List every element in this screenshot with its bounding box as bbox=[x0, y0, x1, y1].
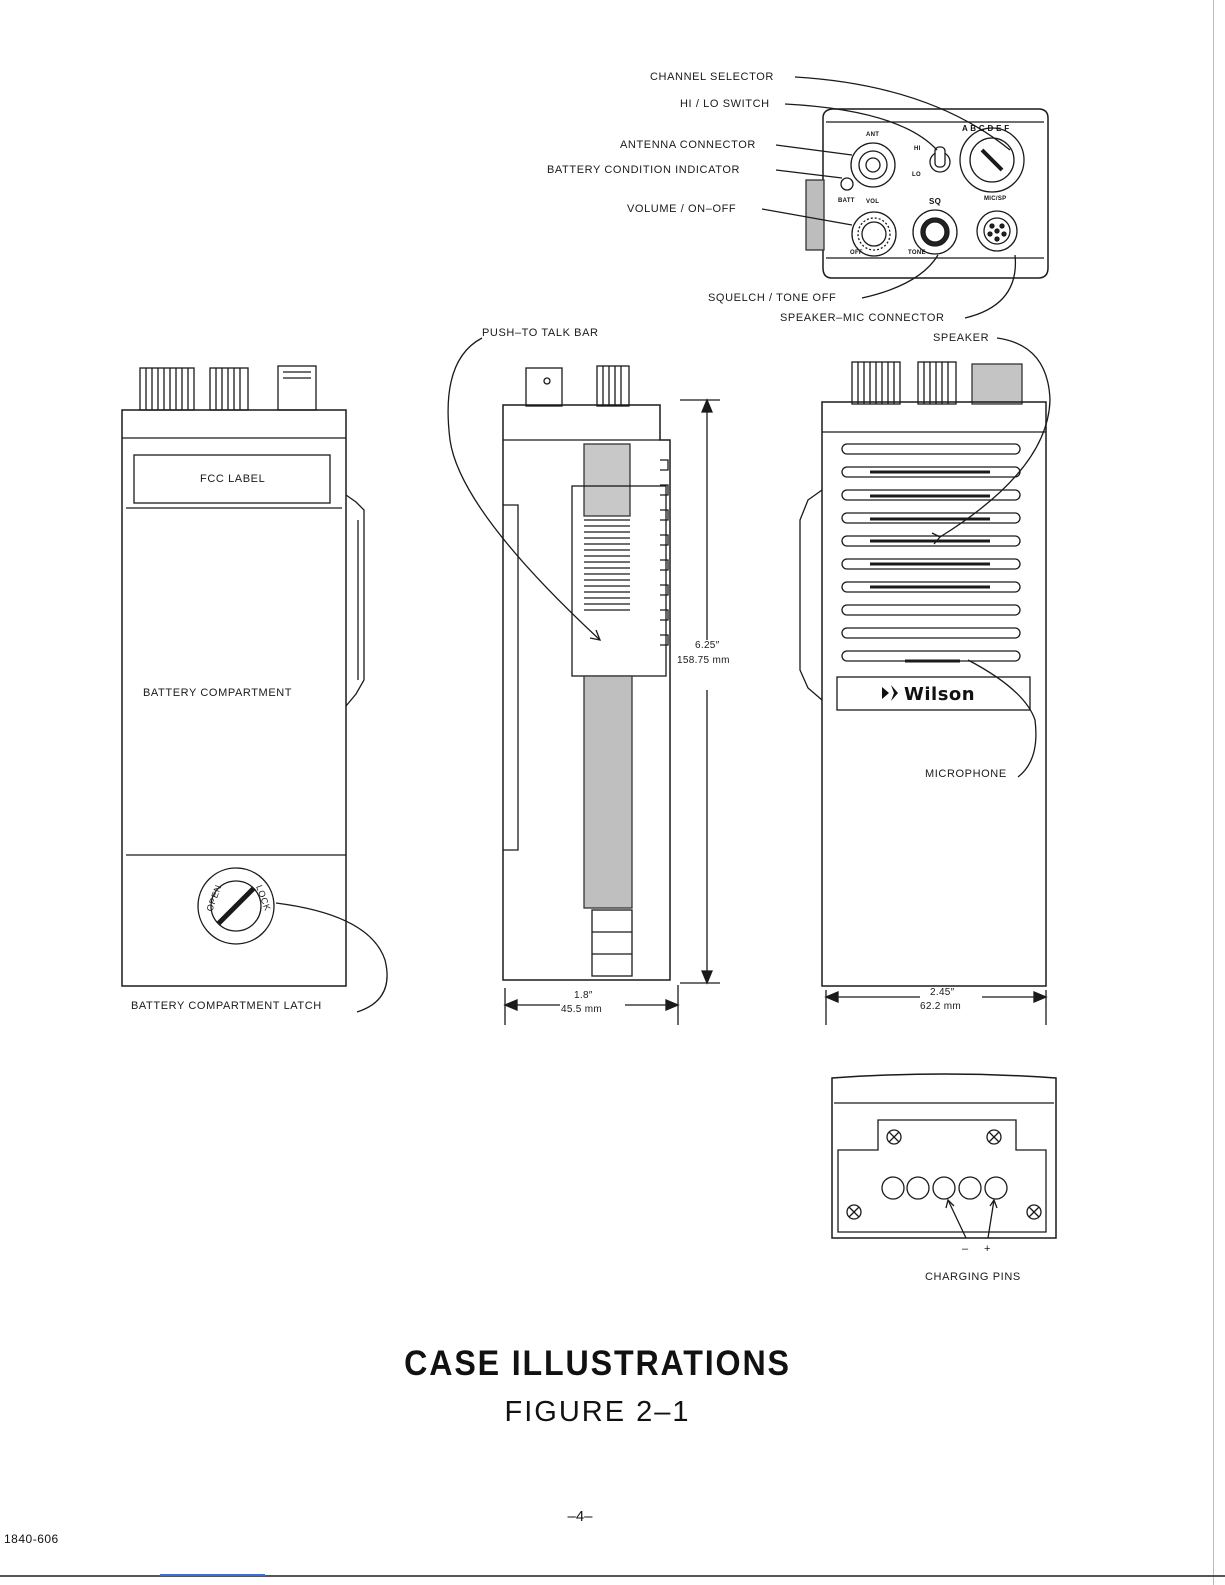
bottom-edge bbox=[0, 1575, 1225, 1577]
wilson-logo-mark-icon bbox=[882, 685, 898, 701]
page-number: –4– bbox=[567, 1508, 593, 1525]
hi-lo-switch-label: HI / LO SWITCH bbox=[680, 98, 770, 110]
charging-pin-icon bbox=[932, 1176, 956, 1200]
panel-ant: ANT bbox=[866, 132, 880, 138]
battery-compartment-label: BATTERY COMPARTMENT bbox=[143, 687, 293, 699]
battery-condition-indicator-label: BATTERY CONDITION INDICATOR bbox=[547, 164, 741, 176]
pin-minus-label: – bbox=[962, 1243, 969, 1255]
charging-pin-icon bbox=[906, 1176, 930, 1200]
battery-indicator-led-icon bbox=[840, 177, 854, 191]
charging-pin-icon bbox=[984, 1176, 1008, 1200]
height-mm: 158.75 mm bbox=[677, 655, 730, 666]
bottom-view bbox=[831, 1073, 1057, 1239]
antenna-connector-icon bbox=[850, 142, 896, 188]
squelch-knob-icon bbox=[912, 209, 958, 255]
speaker-mic-connector-label: SPEAKER–MIC CONNECTOR bbox=[780, 312, 945, 324]
fcc-label-text: FCC LABEL bbox=[200, 473, 266, 485]
side-view bbox=[447, 337, 720, 1025]
battery-compartment-latch-label: BATTERY COMPARTMENT LATCH bbox=[131, 1000, 322, 1012]
bottom-edge-mark bbox=[160, 1574, 265, 1576]
panel-hi: HI bbox=[914, 146, 921, 152]
wilson-brand-logo: Wilson bbox=[904, 684, 976, 705]
figure-number: FIGURE 2–1 bbox=[504, 1396, 691, 1428]
speaker-grille bbox=[841, 443, 1021, 662]
panel-sq: SQ bbox=[929, 197, 942, 206]
push-to-talk-bar-label: PUSH–TO TALK BAR bbox=[482, 327, 599, 339]
charging-pin-icon bbox=[881, 1176, 905, 1200]
microphone-label: MICROPHONE bbox=[925, 768, 1007, 780]
charging-pin-icon bbox=[958, 1176, 982, 1200]
pin-plus-label: + bbox=[984, 1243, 992, 1255]
panel-channels: A B C D E F bbox=[962, 124, 1010, 133]
channel-selector-label: CHANNEL SELECTOR bbox=[650, 71, 774, 83]
depth-inches: 1.8″ bbox=[574, 990, 593, 1001]
document-number: 1840-606 bbox=[4, 1532, 59, 1546]
width-inches: 2.45″ bbox=[930, 987, 955, 998]
figure-title: CASE ILLUSTRATIONS bbox=[404, 1344, 791, 1383]
fcc-label-plate bbox=[133, 454, 331, 504]
panel-mic-sp: MIC/SP bbox=[984, 196, 1007, 202]
speaker-label: SPEAKER bbox=[933, 332, 990, 344]
charging-pins-label: CHARGING PINS bbox=[925, 1271, 1021, 1283]
page-edge-rule bbox=[1213, 0, 1214, 1585]
panel-lo: LO bbox=[912, 172, 921, 178]
panel-off: OFF bbox=[850, 250, 863, 256]
brand-plate bbox=[836, 676, 1031, 711]
antenna-connector-label: ANTENNA CONNECTOR bbox=[620, 139, 756, 151]
panel-batt: BATT bbox=[838, 198, 855, 204]
width-mm: 62.2 mm bbox=[920, 1001, 962, 1012]
squelch-tone-off-label: SQUELCH / TONE OFF bbox=[708, 292, 837, 304]
panel-vol: VOL bbox=[866, 199, 880, 205]
front-view bbox=[799, 337, 1051, 1025]
panel-tone: TONE bbox=[908, 250, 926, 256]
battery-latch-icon bbox=[197, 867, 275, 945]
speaker-mic-connector-icon bbox=[976, 210, 1018, 252]
volume-on-off-label: VOLUME / ON–OFF bbox=[627, 203, 737, 215]
depth-mm: 45.5 mm bbox=[561, 1004, 603, 1015]
volume-knob-icon bbox=[851, 211, 897, 257]
height-inches: 6.25″ bbox=[695, 640, 720, 651]
back-view bbox=[121, 365, 388, 1013]
top-panel-view bbox=[761, 76, 1049, 319]
channel-selector-knob-icon bbox=[959, 127, 1025, 193]
